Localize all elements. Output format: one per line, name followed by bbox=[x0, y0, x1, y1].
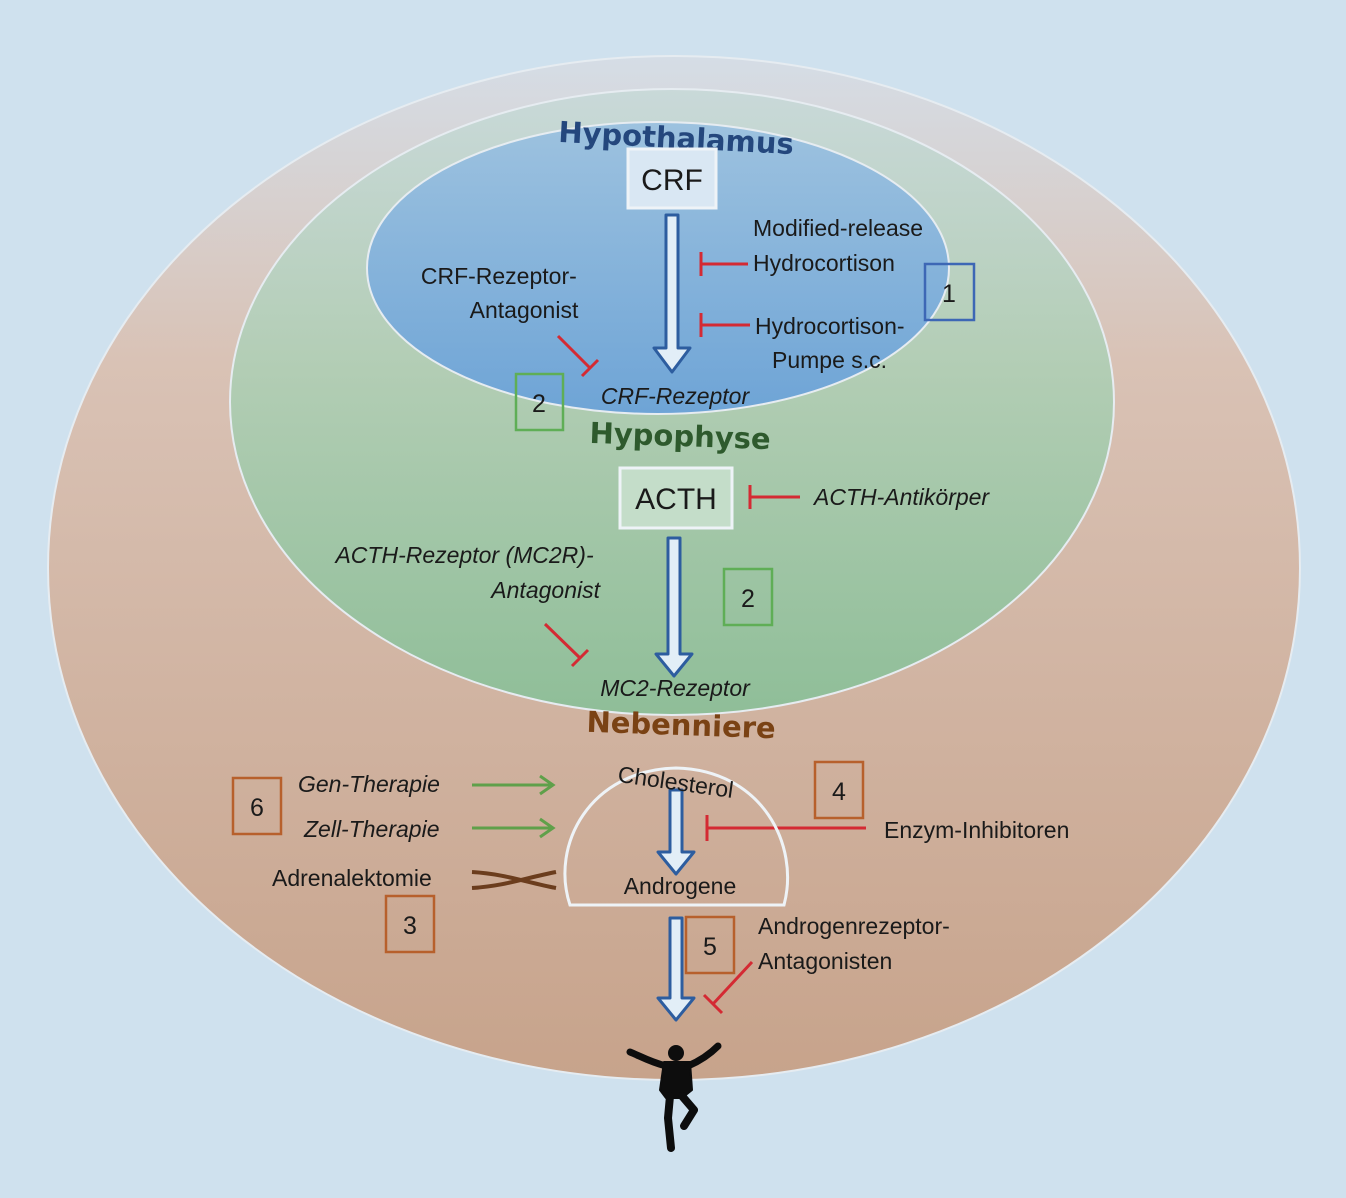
crf-box bbox=[626, 147, 718, 210]
adrenalektomie-cross bbox=[471, 870, 557, 890]
inhibit-androgen-receptor bbox=[702, 960, 754, 1015]
badge-4-box bbox=[813, 760, 865, 820]
inhibit-acth bbox=[748, 485, 800, 509]
badge-5: 5 bbox=[703, 933, 717, 961]
crf-antagonist-label: CRF-Rezeptor- Antagonist bbox=[421, 263, 583, 323]
flow-arrow-crf bbox=[652, 213, 692, 374]
badge-2b-box bbox=[722, 567, 774, 627]
stimulate-gen-therapie bbox=[472, 774, 556, 796]
badge-4: 4 bbox=[832, 778, 846, 806]
acth-box bbox=[618, 466, 734, 530]
mr-hydrocortison-label: Modified-release Hydrocortison bbox=[753, 215, 929, 276]
hypophyse-title: Hypophyse bbox=[589, 416, 771, 456]
inhibit-mc2-rezeptor bbox=[543, 622, 590, 668]
badge-2a: 2 bbox=[532, 390, 546, 418]
crf-label: CRF bbox=[641, 164, 703, 197]
badge-5-box bbox=[684, 915, 736, 975]
crf-rezeptor-label: CRF-Rezeptor bbox=[601, 383, 751, 409]
inhibition-markers bbox=[543, 252, 866, 1015]
badge-3: 3 bbox=[403, 912, 417, 940]
androgene-label: Androgene bbox=[624, 873, 737, 899]
acth-label: ACTH bbox=[635, 483, 717, 516]
inhibit-crf-rezeptor bbox=[556, 334, 600, 378]
badge-1: 1 bbox=[942, 280, 956, 308]
stimulation-arrows bbox=[472, 774, 556, 839]
badge-6-box bbox=[231, 776, 283, 836]
zell-therapie-label: Zell-Therapie bbox=[303, 816, 440, 842]
enzym-inhibitoren-label: Enzym-Inhibitoren bbox=[884, 817, 1069, 843]
flow-arrow-steroid bbox=[656, 788, 696, 876]
badge-3-box bbox=[384, 894, 436, 954]
badge-2a-box bbox=[514, 372, 565, 432]
mc2r-antagonist-label: ACTH-Rezeptor (MC2R)- Antagonist bbox=[333, 542, 601, 603]
acth-antikoerper-label: ACTH-Antikörper bbox=[812, 484, 990, 510]
badge-2b: 2 bbox=[741, 585, 755, 613]
androgenrezeptor-antagonisten-label: Androgenrezeptor- Antagonisten bbox=[758, 913, 956, 974]
badge-1-box bbox=[923, 262, 976, 322]
adrenal-dome bbox=[563, 766, 789, 907]
stimulate-zell-therapie bbox=[472, 817, 556, 839]
inhibit-hydrocortison-pumpe bbox=[699, 313, 750, 337]
inhibit-steroidogenesis bbox=[705, 815, 866, 841]
hypothalamus-region bbox=[366, 121, 950, 415]
adrenalektomie-label: Adrenalektomie bbox=[272, 865, 432, 891]
badge-6: 6 bbox=[250, 794, 264, 822]
gen-therapie-label: Gen-Therapie bbox=[298, 771, 440, 797]
hydrocortison-pumpe-label: Hydrocortison- Pumpe s.c. bbox=[755, 313, 911, 373]
mc2-rezeptor-label: MC2-Rezeptor bbox=[600, 675, 751, 701]
inhibit-mr-hydrocortison bbox=[699, 252, 748, 276]
nebenniere-title: Nebenniere bbox=[586, 705, 776, 746]
flow-arrow-androgen bbox=[656, 916, 696, 1022]
flow-arrow-acth bbox=[654, 536, 694, 678]
person-silhouette-icon bbox=[626, 1042, 722, 1152]
